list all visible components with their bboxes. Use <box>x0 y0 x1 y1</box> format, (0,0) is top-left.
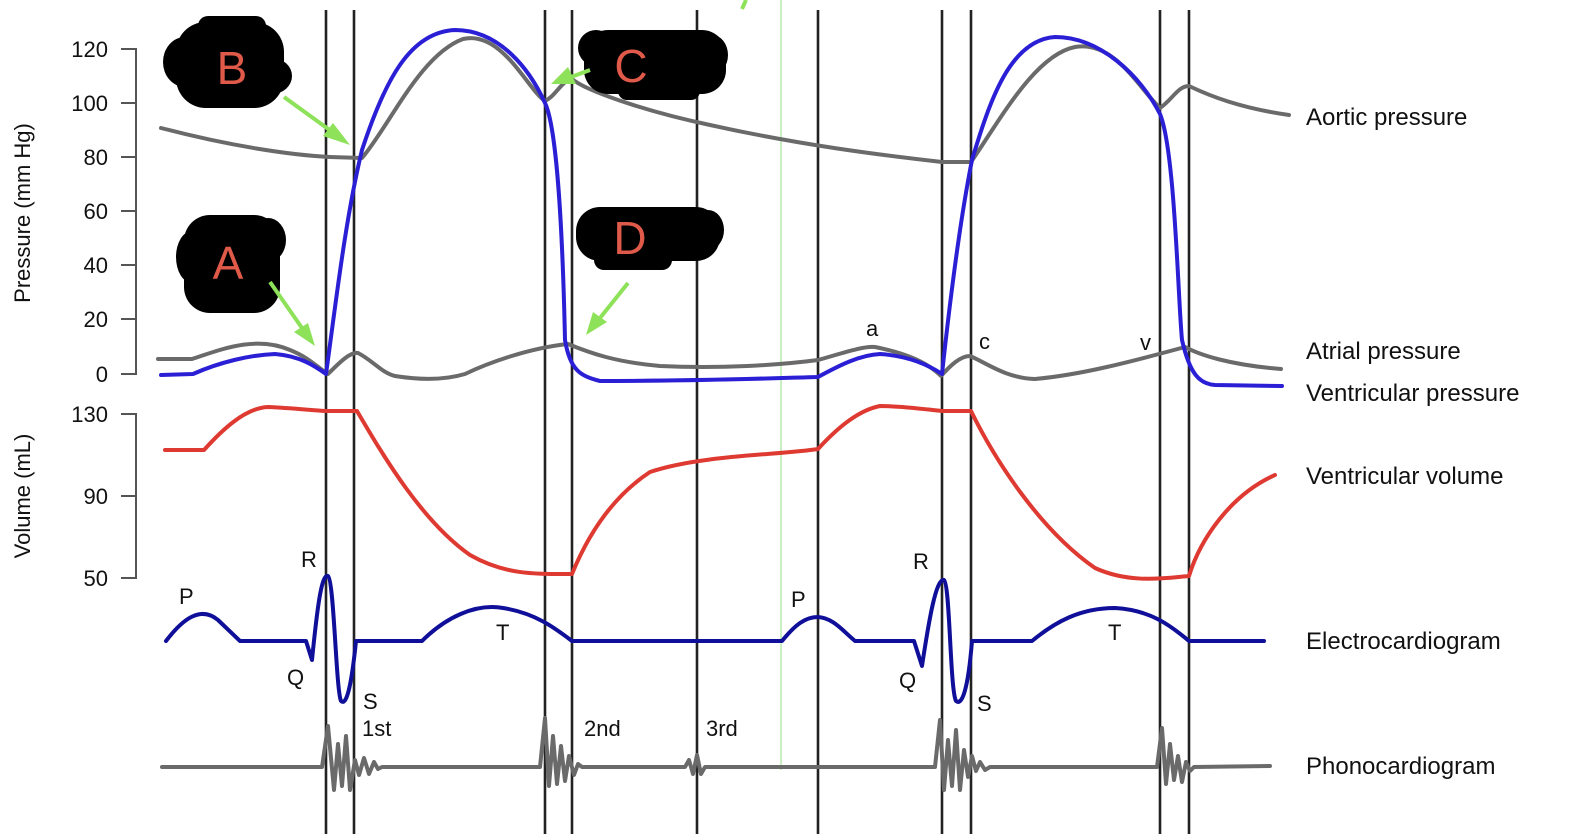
ecg-p-wave-label: P <box>791 587 806 612</box>
redaction-blob-b <box>163 16 292 108</box>
marker-a-label: A <box>213 237 244 289</box>
ecg-t-wave-label: T <box>1108 620 1121 645</box>
arrow-d <box>586 281 630 335</box>
ecg-s-wave-label: S <box>363 689 378 714</box>
second-heart-sound-label: 2nd <box>584 716 621 741</box>
ecg-p-wave-label: P <box>179 584 194 609</box>
first-heart-sound-label: 1st <box>362 716 391 741</box>
marker-b-label: B <box>217 42 248 94</box>
ventricular-volume-label: Ventricular volume <box>1306 463 1503 490</box>
atrial-pressure-trace <box>156 341 1283 381</box>
pressure-tick: 120 <box>71 37 108 62</box>
arrow-a <box>268 280 315 346</box>
ecg-trace <box>164 574 1266 704</box>
arrow-top-fragment <box>740 0 748 10</box>
pressure-axis-title: Pressure (mm Hg) <box>10 123 35 303</box>
ventricular-volume-trace <box>163 404 1277 581</box>
ecg-r-wave-label: R <box>913 549 929 574</box>
ecg-q-wave-label: Q <box>899 668 916 693</box>
aortic-pressure-trace <box>159 36 1291 164</box>
redaction-blob-c <box>578 30 728 100</box>
volume-tick: 130 <box>71 402 108 427</box>
pressure-tick: 80 <box>84 145 108 170</box>
third-heart-sound-label: 3rd <box>706 716 738 741</box>
atrial-pressure-label: Atrial pressure <box>1306 338 1461 365</box>
marker-c-label: C <box>614 40 647 92</box>
pressure-tick: 100 <box>71 91 108 116</box>
ventricular-pressure-trace <box>159 28 1284 388</box>
ecg-r-wave-label: R <box>301 547 317 572</box>
volume-axis-title: Volume (mL) <box>10 434 35 559</box>
pressure-tick: 0 <box>96 362 108 387</box>
atrial-v-wave-label: v <box>1140 330 1151 355</box>
phonocardiogram-trace <box>160 716 1272 792</box>
pressure-tick: 60 <box>84 199 108 224</box>
electrocardiogram-label: Electrocardiogram <box>1306 628 1501 655</box>
atrial-a-wave-label: a <box>866 316 879 341</box>
volume-axis: 130 90 50 Volume (mL) <box>10 402 137 591</box>
aortic-pressure-label: Aortic pressure <box>1306 104 1467 131</box>
ecg-q-wave-label: Q <box>287 665 304 690</box>
arrow-c <box>551 67 591 84</box>
marker-d-label: D <box>613 212 646 264</box>
ventricular-pressure-label: Ventricular pressure <box>1306 380 1519 407</box>
volume-tick: 50 <box>84 566 108 591</box>
atrial-c-wave-label: c <box>979 329 990 354</box>
ecg-t-wave-label: T <box>496 620 509 645</box>
phonocardiogram-label: Phonocardiogram <box>1306 753 1495 780</box>
redaction-blob-d <box>576 207 724 270</box>
pressure-axis: 120 100 80 60 40 20 0 Pressure (mm Hg) <box>10 37 137 387</box>
pressure-tick: 40 <box>84 253 108 278</box>
ecg-s-wave-label: S <box>977 691 992 716</box>
redaction-blob-a <box>176 215 286 313</box>
volume-tick: 90 <box>84 484 108 509</box>
arrow-b <box>282 95 350 145</box>
pressure-tick: 20 <box>84 307 108 332</box>
